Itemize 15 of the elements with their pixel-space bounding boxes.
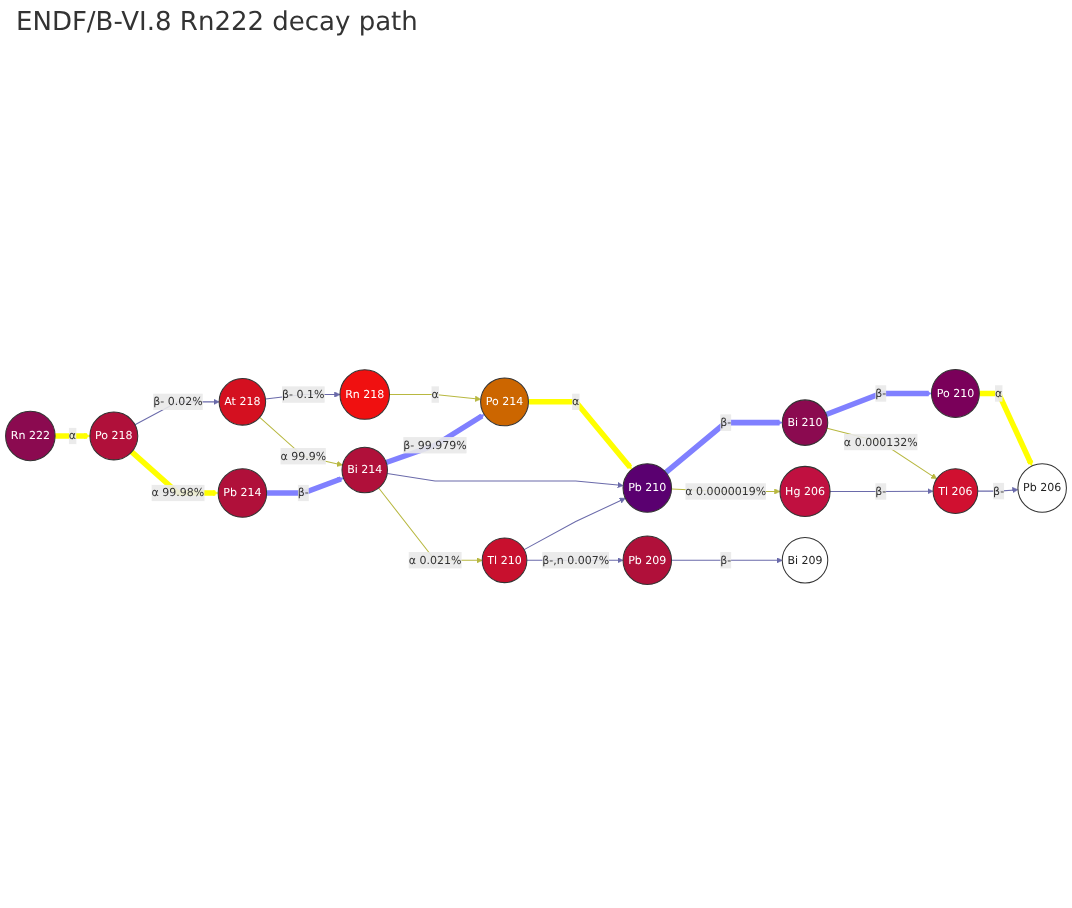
arrow bbox=[259, 417, 343, 468]
arrow bbox=[825, 391, 932, 418]
arrow bbox=[664, 420, 783, 476]
arrow bbox=[671, 558, 783, 565]
diagram-title: ENDF/B-VI.8 Rn222 decay path bbox=[14, 6, 420, 42]
arrow bbox=[829, 489, 934, 496]
arrow bbox=[979, 391, 1034, 468]
arrow bbox=[386, 474, 624, 490]
arrow bbox=[385, 414, 485, 467]
arrow bbox=[266, 477, 344, 497]
arrow bbox=[826, 428, 938, 481]
arrow bbox=[523, 498, 626, 552]
arrow bbox=[388, 395, 481, 403]
arrow bbox=[528, 400, 633, 471]
arrow bbox=[55, 433, 91, 440]
